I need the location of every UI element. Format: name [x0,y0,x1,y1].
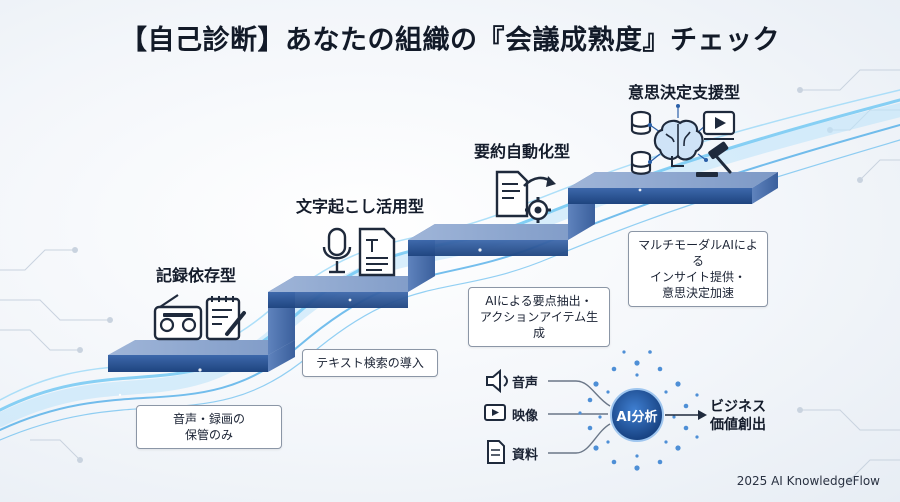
stage-4-title: 意思決定支援型 [628,83,741,102]
page-title: 【自己診断】あなたの組織の『会議成熟度』チェック [120,25,780,56]
microphone-icon [322,227,352,274]
gavel-icon [696,141,732,177]
notepad-icon [205,296,246,341]
step-3-front [408,240,568,256]
text-document-icon [358,227,396,277]
hub-dot-rings [578,350,699,471]
video-play-icon [702,110,736,140]
video-play-icon [484,404,506,421]
input-label-documents: 資料 [512,448,539,463]
step-4-side [752,172,778,204]
circuit-nodes [72,87,863,483]
input-label-video: 映像 [512,409,539,424]
stage-2-description: テキスト検索の導入 [302,349,438,377]
maturity-staircase [108,172,778,372]
stage-1-title: 記録依存型 [156,266,237,285]
output-label: ビジネス 価値創出 [710,399,766,433]
ai-diagram-graphics [484,350,707,471]
stage-4-description: マルチモーダルAIによる インサイト提供・ 意思決定加速 [628,231,768,307]
footer-credit: 2025 AI KnowledgeFlow [736,474,880,488]
database-icon [630,110,652,175]
speaker-icon [486,368,508,394]
document-icon [487,440,505,464]
stage-3-description: AIによる要点抽出・ アクションアイテム生成 [468,287,610,347]
stage-2-title: 文字起こし活用型 [296,197,425,216]
step-1-front [108,355,268,372]
step-2-front [268,292,408,308]
document-summary-gear-icon [495,170,556,223]
input-label-audio: 音声 [512,376,539,391]
step-1-top [108,340,295,355]
step-2-top [268,276,435,292]
step-3-top [408,224,595,240]
stage-3-title: 要約自動化型 [474,142,571,161]
step-1-side [268,340,295,372]
step-4-front [568,188,752,204]
radio-recorder-icon [153,294,203,341]
step-4-top [568,172,778,188]
ai-hub-circle [610,388,664,442]
brain-icon [648,104,708,167]
stage-1-description: 音声・録画の 保管のみ [136,405,282,449]
ai-hub-label: AI分析 [616,410,658,425]
